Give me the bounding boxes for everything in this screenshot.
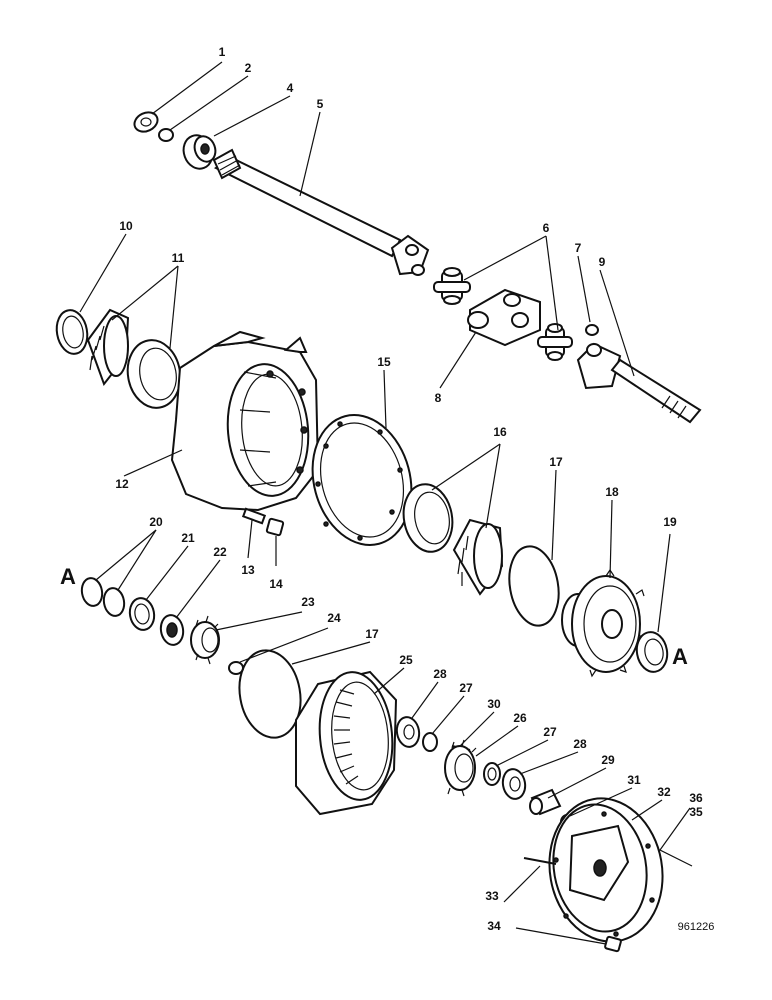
label-part-33: 33 [485,889,499,903]
gasket-15 [311,414,413,546]
label-part-34: 34 [487,919,501,933]
end-cover-32 [548,797,664,943]
leader-lines [79,61,693,945]
circlip-17b [238,649,302,739]
drive-shaft-5 [212,148,430,276]
label-part-12: 12 [115,477,129,491]
locknut-22 [159,614,185,646]
label-part-25: 25 [399,653,413,667]
label-part-26: 26 [513,711,527,725]
circlip-7 [585,324,599,336]
label-part-20: 20 [149,515,163,529]
drawing-code: 961226 [678,921,715,933]
shim-20b [102,587,126,617]
label-part-28-upper: 28 [433,667,447,681]
label-part-16: 16 [493,425,507,439]
label-part-11: 11 [172,251,185,265]
label-part-13: 13 [241,563,255,577]
label-part-28-lower: 28 [573,737,587,751]
label-part-14: 14 [269,577,283,591]
reference-mark-left: A [60,564,76,589]
dowel-33 [523,857,557,865]
taper-bearing-16b [452,518,504,596]
label-part-17-upper: 17 [549,455,563,469]
taper-bearing-11a [86,308,130,387]
label-part-27-lower: 27 [543,725,557,739]
planet-gear-26 [444,739,477,797]
label-part-30: 30 [487,697,501,711]
label-part-35: 35 [689,805,703,819]
oil-seal-19 [635,631,669,673]
label-part-36: 36 [689,791,703,805]
thrust-washer-28b [501,768,527,800]
label-part-7: 7 [575,241,582,255]
label-part-17-lower: 17 [365,627,379,641]
hub-housing-12 [170,330,320,512]
label-part-27-upper: 27 [459,681,473,695]
nut-14 [265,517,285,537]
thrust-washer-28a [395,716,421,748]
plug-34 [604,935,622,953]
washer-27b [483,762,501,786]
spacer-21 [128,597,156,631]
universal-joint-cross-6a [433,267,471,305]
bearing-4 [182,134,217,170]
label-part-5: 5 [317,97,324,111]
label-part-4: 4 [287,81,294,95]
bearing-cup-11b [126,339,182,409]
label-part-31: 31 [627,773,641,787]
label-part-19: 19 [663,515,677,529]
label-part-22: 22 [213,545,227,559]
oil-seal-10 [55,309,89,355]
label-part-10: 10 [119,219,133,233]
label-part-6: 6 [543,221,550,235]
coupling-yoke-8 [467,288,541,347]
universal-joint-cross-6b [537,323,573,361]
reference-mark-right: A [672,644,688,669]
label-part-32: 32 [657,785,671,799]
label-part-18: 18 [605,485,619,499]
label-part-8: 8 [435,391,442,405]
stub-shaft-9 [576,342,702,424]
label-part-15: 15 [377,355,391,369]
circlip-17a [508,545,560,627]
label-part-29: 29 [601,753,615,767]
sun-gear-23 [190,615,220,665]
stud-13 [241,507,267,525]
label-part-1: 1 [219,45,226,59]
circlip-2 [158,128,174,142]
label-part-2: 2 [245,61,252,75]
shim-20a [80,577,104,607]
label-part-9: 9 [599,255,606,269]
ring-gear-25 [295,670,398,816]
washer-27a [422,732,438,752]
label-part-23: 23 [301,595,315,609]
planet-carrier-18 [561,568,648,678]
washer-1 [133,111,159,133]
label-part-24: 24 [327,611,341,625]
bearing-cup-16a [402,483,454,553]
label-part-21: 21 [181,531,195,545]
